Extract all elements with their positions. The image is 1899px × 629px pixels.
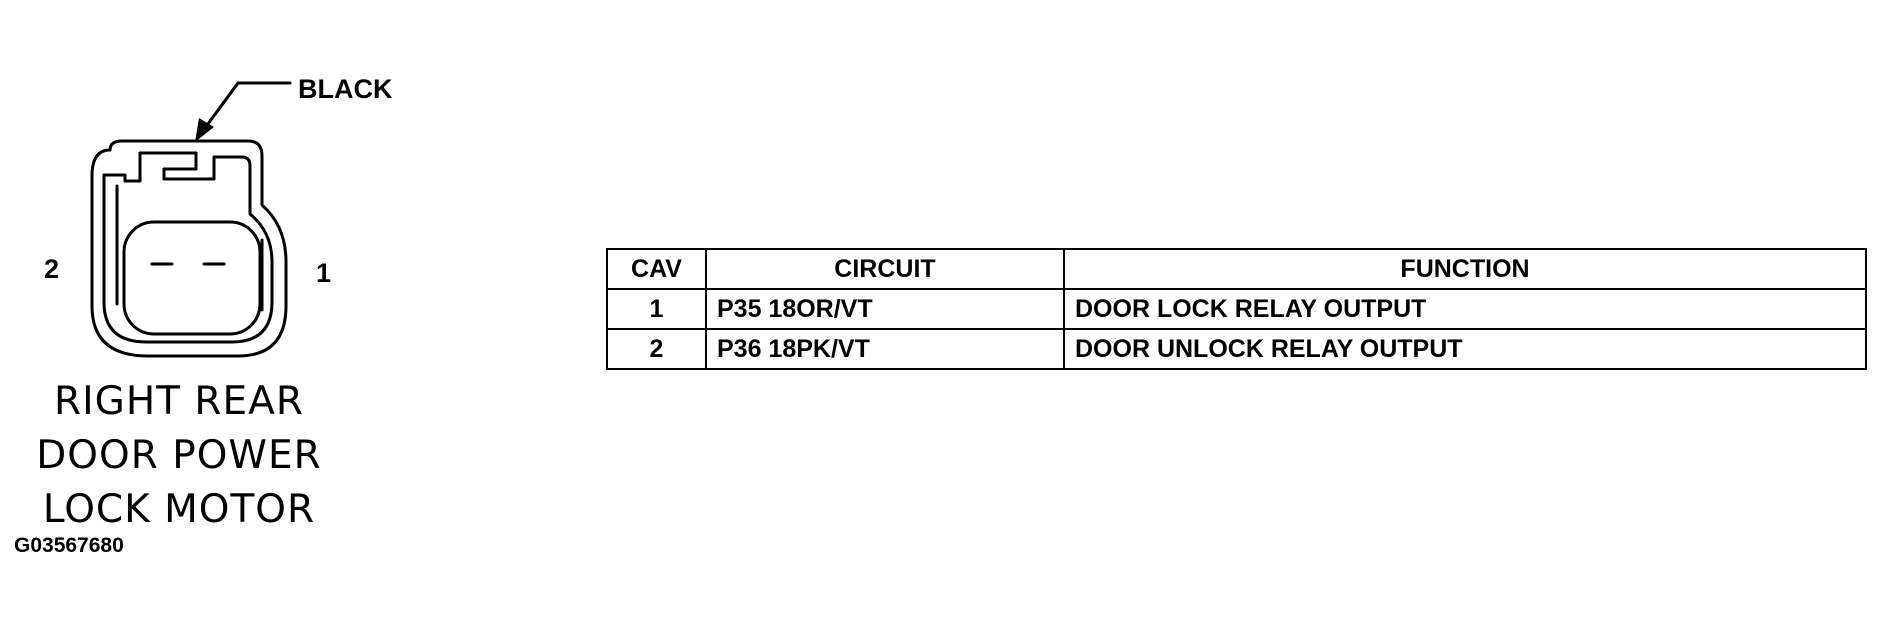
connector-name-line: DOOR POWER	[36, 433, 322, 478]
header-function: FUNCTION	[1063, 248, 1867, 290]
table-header-row: CAV CIRCUIT FUNCTION	[606, 248, 1867, 290]
connector-name: RIGHT REAR DOOR POWER LOCK MOTOR	[14, 375, 344, 537]
cell-function: DOOR LOCK RELAY OUTPUT	[1063, 288, 1867, 330]
header-cav: CAV	[606, 248, 707, 290]
cell-cav: 2	[606, 328, 707, 370]
callout-leader	[203, 81, 292, 130]
table-row: 1 P35 18OR/VT DOOR LOCK RELAY OUTPUT	[606, 288, 1867, 330]
cell-function: DOOR UNLOCK RELAY OUTPUT	[1063, 328, 1867, 370]
cell-circuit: P35 18OR/VT	[705, 288, 1065, 330]
connector-housing-outer	[90, 139, 288, 358]
connector-diagram: BLACK 2 1 RIGHT REAR DOOR POWER LOCK MOT…	[0, 0, 420, 600]
connector-name-line: RIGHT REAR	[54, 379, 304, 424]
terminal-cavity-block	[122, 220, 262, 336]
cell-cav: 1	[606, 288, 707, 330]
cell-circuit: P36 18PK/VT	[705, 328, 1065, 370]
pin-2-label: 2	[44, 254, 59, 284]
pinout-table: CAV CIRCUIT FUNCTION 1 P35 18OR/VT DOOR …	[606, 248, 1867, 370]
header-circuit: CIRCUIT	[705, 248, 1065, 290]
callout-arrow-icon	[195, 118, 214, 142]
figure-id: G03567680	[14, 534, 124, 557]
color-callout-label: BLACK	[298, 74, 393, 104]
connector-name-line: LOCK MOTOR	[42, 487, 316, 532]
connector-drawing: BLACK 2 1	[44, 74, 393, 358]
table-row: 2 P36 18PK/VT DOOR UNLOCK RELAY OUTPUT	[606, 328, 1867, 370]
connector-housing-inner	[102, 151, 274, 344]
pin-1-label: 1	[316, 258, 331, 288]
